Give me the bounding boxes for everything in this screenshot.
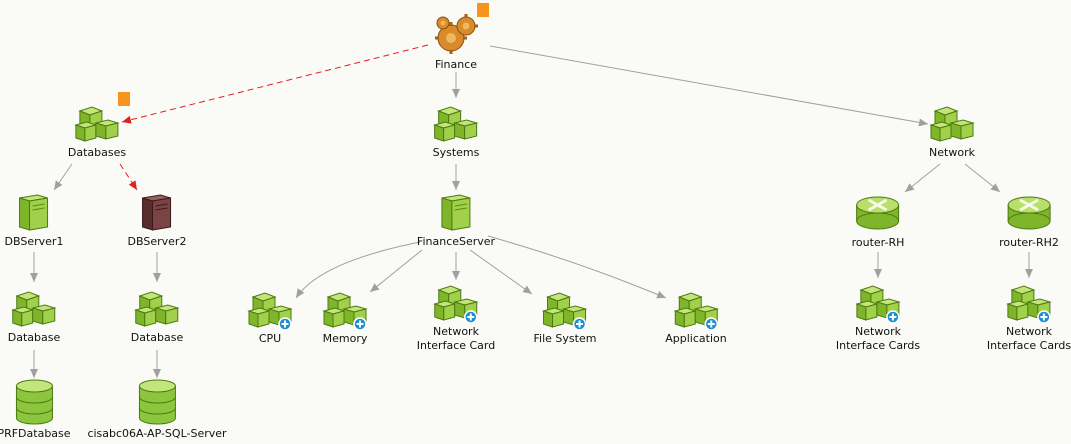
node-label: Finance	[434, 58, 478, 71]
node-label: DBServer1	[4, 235, 64, 248]
router-icon	[852, 193, 905, 231]
node-database-1[interactable]: Database	[7, 286, 61, 345]
cubes-plus-icon	[665, 287, 726, 331]
cubes-icon	[929, 101, 975, 145]
node-label: router-RH	[851, 236, 905, 249]
node-label: router-RH2	[999, 236, 1059, 249]
cubes-plus-icon	[322, 287, 368, 331]
node-label: Database	[130, 331, 184, 344]
node-label: DBServer2	[127, 235, 187, 248]
node-network-interface-cards-rh2[interactable]: Network Interface Cards	[987, 280, 1071, 353]
node-finance[interactable]: Finance	[433, 14, 479, 72]
node-label-line1: Network	[433, 325, 479, 338]
node-memory[interactable]: Memory	[322, 287, 368, 346]
edge-financeserver-filesystem	[469, 249, 533, 295]
cubes-icon	[8, 286, 61, 330]
edge-databases-dbserver1	[53, 163, 73, 191]
database-icon	[0, 379, 71, 426]
node-financeserver[interactable]: FinanceServer	[417, 192, 495, 249]
edge-financeserver-cpu	[295, 241, 421, 299]
cubes-plus-icon	[417, 280, 495, 324]
cubes-plus-icon	[534, 287, 597, 331]
cubes-icon	[131, 286, 184, 330]
server-icon	[417, 192, 495, 232]
node-application[interactable]: Application	[665, 287, 727, 346]
node-label: CPU	[258, 332, 282, 345]
cubes-icon	[68, 101, 126, 145]
cubes-plus-icon	[247, 287, 293, 331]
router-icon	[999, 193, 1059, 231]
node-label-line2: Interface Cards	[835, 339, 921, 352]
node-label: Network	[929, 146, 975, 159]
node-label: Systems	[432, 146, 480, 159]
edge-databases-dbserver2-alarm	[119, 163, 138, 191]
node-prfdatabase[interactable]: PRFDatabase	[0, 379, 71, 441]
node-router-rh2[interactable]: router-RH2	[999, 193, 1059, 250]
node-label: File System	[533, 332, 597, 345]
server-icon	[5, 192, 64, 232]
node-label: Memory	[322, 332, 368, 345]
gears-icon	[433, 14, 479, 56]
cubes-icon	[433, 101, 480, 145]
cubes-plus-icon	[836, 280, 920, 324]
node-network[interactable]: Network	[929, 101, 975, 160]
cubes-plus-icon	[987, 280, 1071, 324]
edge-finance-databases-alarm	[121, 44, 429, 124]
edge-network-router-rh2	[964, 163, 1001, 193]
edge-financeserver-application	[487, 235, 667, 299]
edge-finance-network	[489, 45, 929, 127]
node-label: cisabc06A-AP-SQL-Server	[87, 427, 227, 440]
edge-network-router-rh	[904, 163, 941, 193]
node-network-interface-cards-rh[interactable]: Network Interface Cards	[836, 280, 920, 353]
node-label: PRFDatabase	[0, 427, 71, 440]
server-down-icon	[128, 192, 187, 232]
alarm-badge-icon[interactable]	[118, 92, 130, 106]
database-icon	[87, 379, 226, 426]
node-dbserver2[interactable]: DBServer2	[127, 192, 187, 249]
node-label-line1: Network	[1006, 325, 1052, 338]
node-dbserver1[interactable]: DBServer1	[4, 192, 64, 249]
node-file-system[interactable]: File System	[533, 287, 597, 346]
node-label: Databases	[67, 146, 127, 159]
node-label-line2: Interface Card	[416, 339, 496, 352]
node-sql-server[interactable]: cisabc06A-AP-SQL-Server	[87, 379, 227, 441]
node-cpu[interactable]: CPU	[247, 287, 293, 346]
node-label: FinanceServer	[416, 235, 496, 248]
node-label-line1: Network	[855, 325, 901, 338]
node-label-line2: Interface Cards	[986, 339, 1071, 352]
node-database-2[interactable]: Database	[130, 286, 184, 345]
edge-financeserver-memory	[369, 249, 423, 293]
node-network-interface-card[interactable]: Network Interface Card	[417, 280, 495, 353]
alarm-badge-icon[interactable]	[477, 3, 489, 17]
node-databases[interactable]: Databases	[68, 101, 126, 160]
node-label: Database	[7, 331, 61, 344]
node-systems[interactable]: Systems	[432, 101, 480, 160]
node-router-rh[interactable]: router-RH	[851, 193, 905, 250]
node-label: Application	[665, 332, 727, 345]
